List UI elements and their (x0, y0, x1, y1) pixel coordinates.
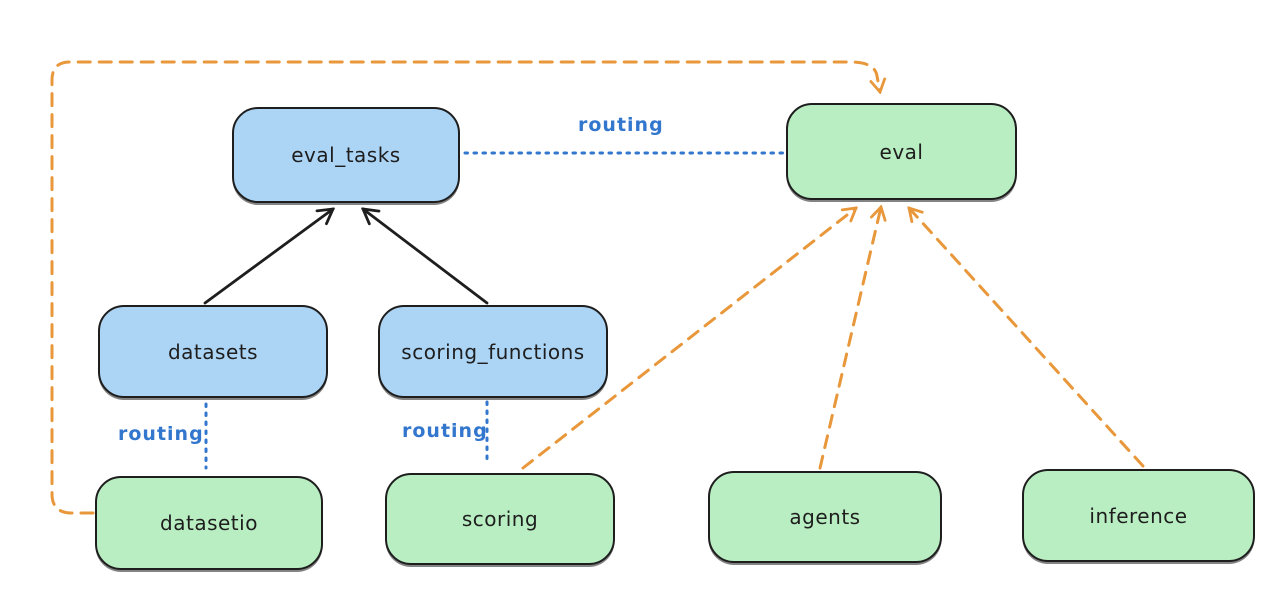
edge-agents-to-eval (818, 207, 881, 470)
edge-inference-to-eval (909, 208, 1145, 468)
edge-scoring-functions-to-eval-tasks (363, 209, 489, 305)
node-datasets: datasets (98, 305, 328, 398)
node-eval-tasks: eval_tasks (232, 107, 460, 203)
edge-label-routing-datasets-datasetio: routing (118, 423, 204, 445)
node-datasetio: datasetio (95, 476, 323, 570)
node-scoring-label: scoring (461, 507, 539, 531)
node-eval-tasks-label: eval_tasks (291, 143, 401, 167)
node-agents: agents (708, 471, 942, 563)
node-inference: inference (1022, 469, 1255, 562)
edge-label-routing-eval-tasks-eval: routing (578, 114, 664, 136)
node-datasets-label: datasets (167, 339, 259, 364)
node-scoring-functions: scoring_functions (378, 305, 608, 398)
node-eval: eval (786, 103, 1017, 200)
edge-scoring-to-eval (521, 208, 856, 470)
node-scoring-functions-label: scoring_functions (401, 339, 585, 364)
node-agents-label: agents (789, 505, 861, 529)
node-eval-label: eval (879, 139, 924, 164)
edge-label-routing-scoring-functions-scoring: routing (402, 420, 488, 442)
node-datasetio-label: datasetio (160, 511, 258, 535)
edge-datasets-to-eval-tasks (203, 209, 333, 305)
node-scoring: scoring (385, 473, 615, 565)
node-inference-label: inference (1089, 503, 1188, 528)
